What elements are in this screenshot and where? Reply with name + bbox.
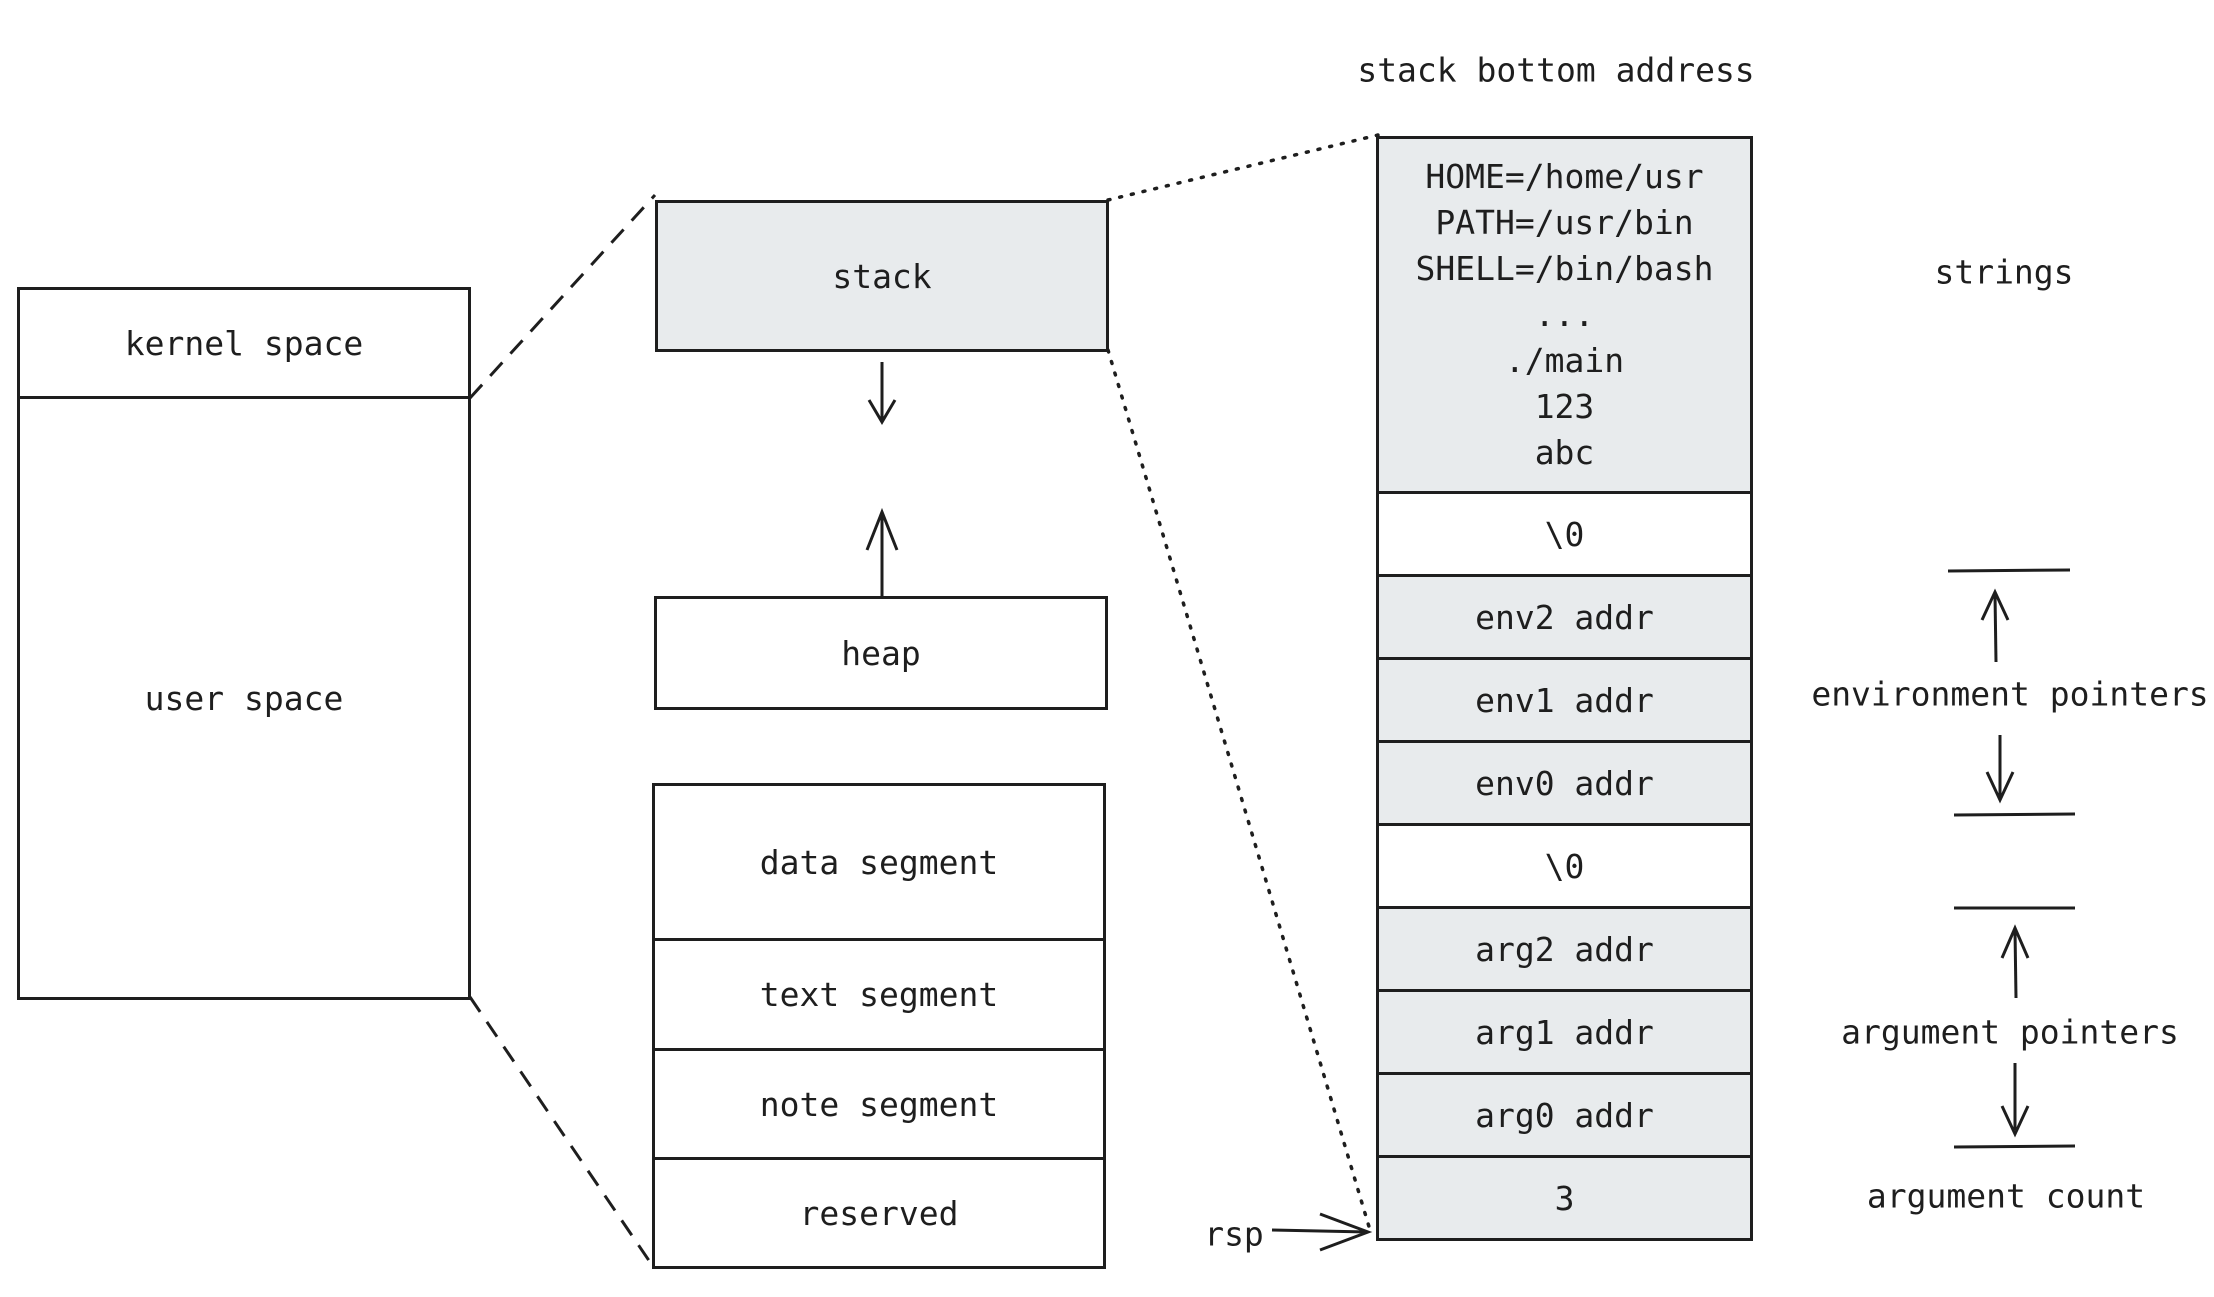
env2-addr-label: env2 addr: [1475, 597, 1654, 637]
argument-pointers-bracket: [1953, 906, 2076, 1149]
heap-label: heap: [841, 633, 921, 673]
heap-box: heap: [654, 596, 1108, 710]
argument-count-annotation: argument count: [1866, 1176, 2146, 1216]
zoom-line-bottom: [468, 996, 654, 1266]
argc-value: 3: [1554, 1178, 1575, 1218]
string-shell: SHELL=/bin/bash: [1415, 249, 1714, 288]
strings-cell: HOME=/home/usr PATH=/usr/bin SHELL=/bin/…: [1376, 136, 1753, 494]
env-null-label: \0: [1544, 514, 1585, 554]
string-arg-abc: abc: [1534, 433, 1595, 472]
arg1-addr-label: arg1 addr: [1475, 1012, 1654, 1052]
argument-pointers-annotation: argument pointers: [1841, 1012, 2179, 1052]
note-segment-label: note segment: [759, 1084, 999, 1124]
arg-null-label: \0: [1544, 846, 1585, 886]
string-arg-123: 123: [1534, 387, 1595, 426]
env1-addr-label: env1 addr: [1475, 680, 1654, 720]
stack-bottom-address-label: stack bottom address: [1357, 50, 1755, 90]
string-ellipsis: ...: [1534, 295, 1595, 334]
environment-pointers-annotation: environment pointers: [1811, 674, 2209, 714]
string-path: PATH=/usr/bin: [1435, 203, 1694, 242]
data-segment-box: data segment: [652, 783, 1106, 941]
string-program: ./main: [1504, 341, 1625, 380]
user-space-box: user space: [17, 396, 471, 1000]
arg0-addr-cell: arg0 addr: [1376, 1072, 1753, 1158]
stack-zoom-line-top: [1106, 133, 1380, 202]
rsp-label: rsp: [1204, 1214, 1264, 1254]
user-space-label: user space: [144, 678, 344, 718]
arg1-addr-cell: arg1 addr: [1376, 989, 1753, 1075]
env-null-cell: \0: [1376, 491, 1753, 577]
stack-box: stack: [655, 200, 1109, 352]
stack-growth-arrow: [867, 362, 897, 425]
kernel-space-label: kernel space: [124, 323, 364, 363]
string-home: HOME=/home/usr: [1425, 157, 1704, 196]
reserved-box: reserved: [652, 1157, 1106, 1269]
arg2-addr-cell: arg2 addr: [1376, 906, 1753, 992]
stack-zoom-line-bottom: [1106, 348, 1372, 1232]
arg2-addr-label: arg2 addr: [1475, 929, 1654, 969]
text-segment-box: text segment: [652, 938, 1106, 1051]
arg-null-cell: \0: [1376, 823, 1753, 909]
zoom-line-top: [468, 193, 657, 400]
env2-addr-cell: env2 addr: [1376, 574, 1753, 660]
kernel-space-box: kernel space: [17, 287, 471, 399]
reserved-label: reserved: [799, 1193, 959, 1233]
stack-label: stack: [832, 256, 932, 296]
environment-pointers-bracket: [1947, 568, 2076, 817]
argc-cell: 3: [1376, 1155, 1753, 1241]
strings-annotation: strings: [1934, 252, 2074, 292]
env0-addr-cell: env0 addr: [1376, 740, 1753, 826]
rsp-arrow: [1271, 1212, 1373, 1252]
arg0-addr-label: arg0 addr: [1475, 1095, 1654, 1135]
heap-growth-arrow: [865, 507, 899, 596]
note-segment-box: note segment: [652, 1048, 1106, 1160]
env0-addr-label: env0 addr: [1475, 763, 1654, 803]
env1-addr-cell: env1 addr: [1376, 657, 1753, 743]
data-segment-label: data segment: [759, 842, 999, 882]
text-segment-label: text segment: [759, 975, 999, 1014]
